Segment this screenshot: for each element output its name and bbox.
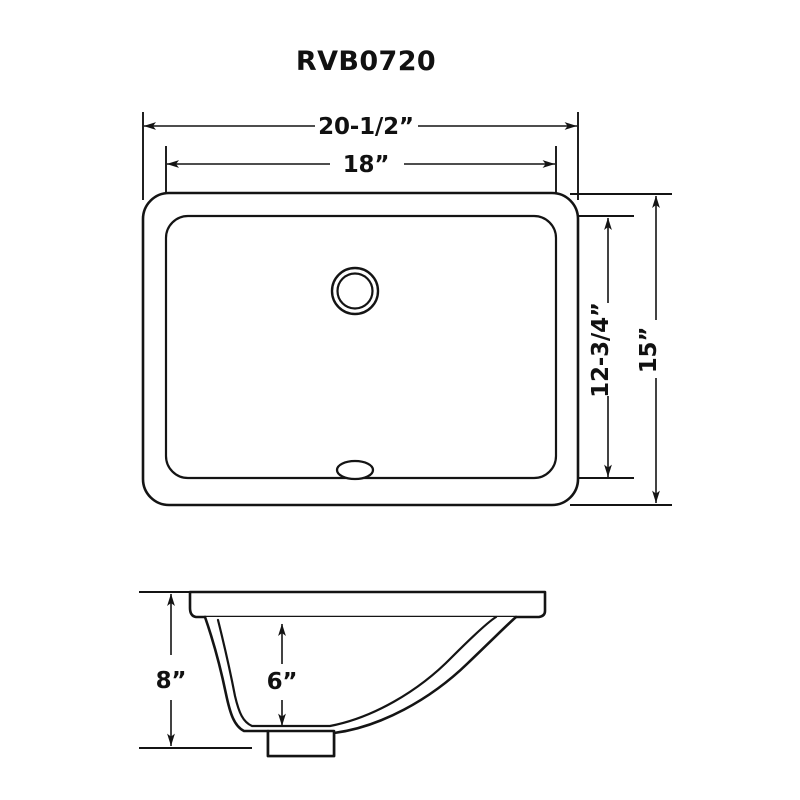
drain-outlet-side-view [266,729,336,758]
dimension-label-overall-width: 20-1/2” [318,114,414,140]
side-view-group: 8” 6” [139,590,547,758]
sink-rim-side-profile [188,590,547,619]
top-view-group: 20-1/2” 18” 12-3/4” 15” [141,112,672,507]
sink-bowl-inner-wall [216,615,498,728]
dimension-label-bowl-width: 18” [343,152,390,178]
dimension-label-bowl-depth: 12-3/4” [588,302,614,398]
dimension-overall-height: 8” [156,593,187,746]
dimension-bowl-width: 18” [166,152,555,178]
dimension-bowl-height: 6” [267,623,298,726]
overflow-opening-top-view [335,459,375,481]
page-title: RVB0720 [296,46,436,77]
dimension-overall-depth: 15” [636,195,662,503]
dimension-label-bowl-height: 6” [267,669,298,695]
dimension-bowl-depth: 12-3/4” [588,217,614,477]
dimension-label-overall-depth: 15” [636,327,662,374]
dimension-label-overall-height: 8” [156,668,187,694]
sink-outer-rim [141,191,580,507]
dimension-overall-width: 20-1/2” [143,114,577,140]
drain-opening-top-view [330,266,380,316]
